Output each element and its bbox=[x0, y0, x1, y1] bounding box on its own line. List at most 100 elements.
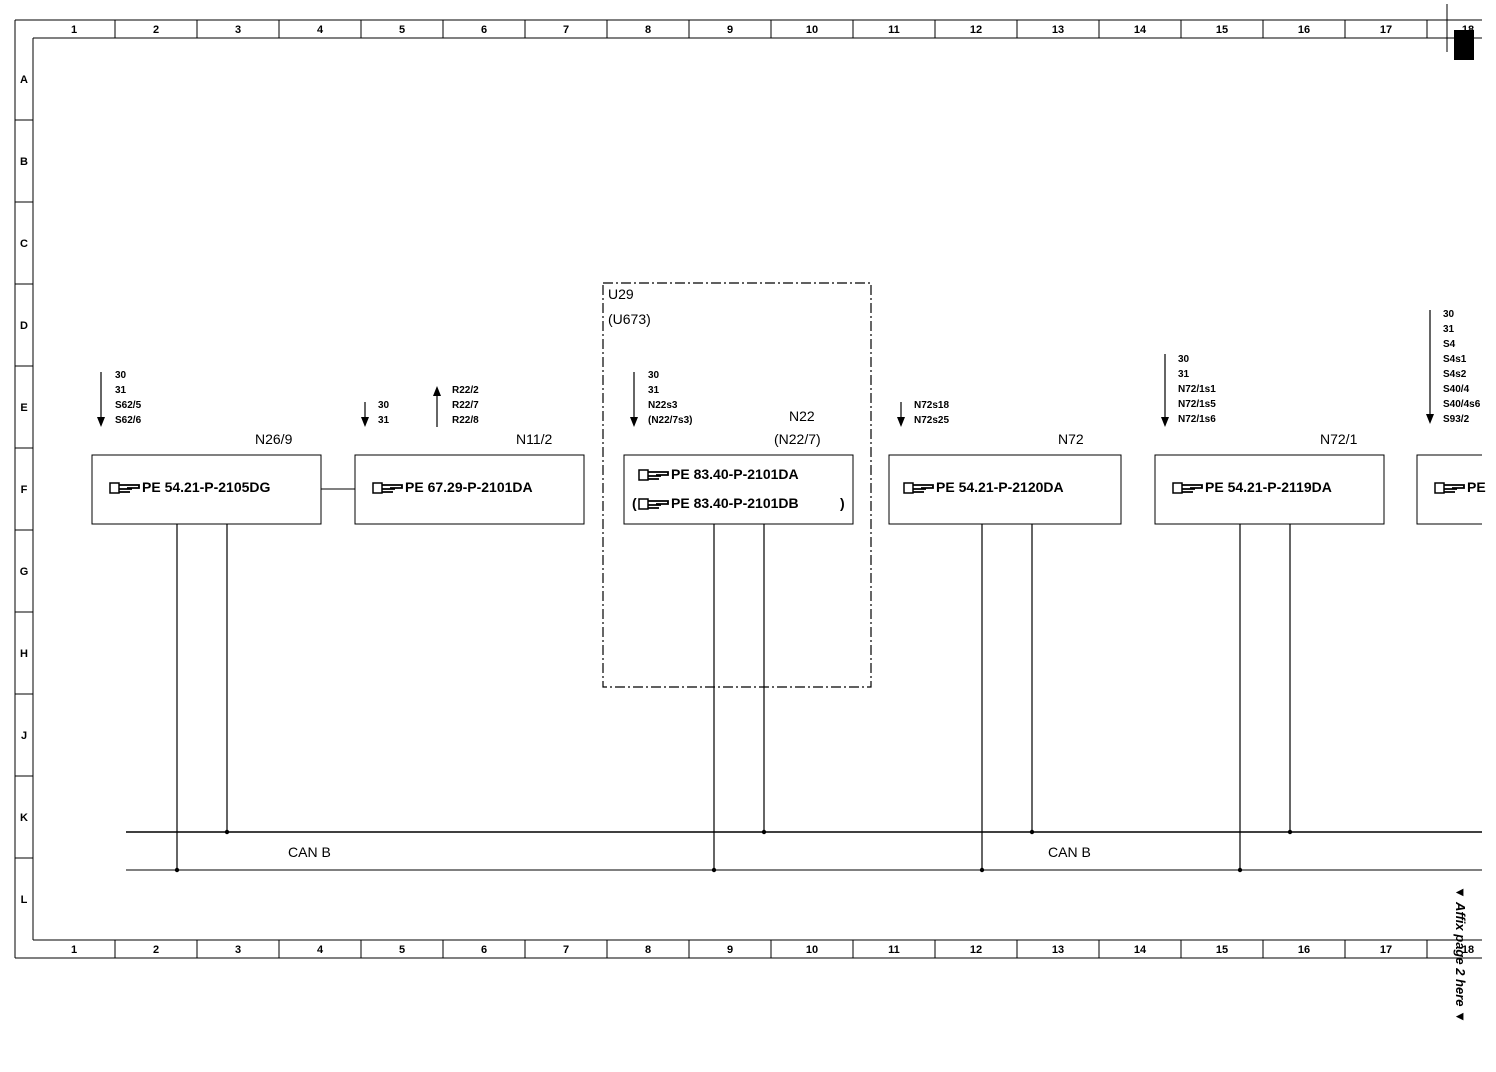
col-label-bottom: 9 bbox=[727, 944, 733, 956]
row-label: A bbox=[20, 74, 28, 86]
col-label-bottom: 1 bbox=[71, 944, 77, 956]
signal-label: 31 bbox=[378, 415, 390, 426]
signal-label: 31 bbox=[648, 385, 660, 396]
row-label: C bbox=[20, 238, 28, 250]
signal-label: S4 bbox=[1443, 339, 1456, 350]
signal-label: N22s3 bbox=[648, 400, 678, 411]
col-label-top: 2 bbox=[153, 24, 159, 36]
signal-label: S93/2 bbox=[1443, 414, 1470, 425]
signal-label: S40/4 bbox=[1443, 384, 1470, 395]
col-label-top: 3 bbox=[235, 24, 241, 36]
signal-label: 30 bbox=[1443, 309, 1455, 320]
u29-group: U29 (U673) bbox=[602, 282, 872, 688]
col-label-top: 1 bbox=[71, 24, 77, 36]
signal-label: N72/1s1 bbox=[1178, 384, 1216, 395]
arrow-down-icon bbox=[361, 417, 369, 427]
row-label: F bbox=[21, 484, 28, 496]
junction-dot bbox=[1287, 829, 1293, 835]
signal-label: 30 bbox=[1178, 354, 1190, 365]
junction-dot bbox=[174, 867, 180, 873]
col-label-bottom: 8 bbox=[645, 944, 651, 956]
col-label-bottom: 10 bbox=[806, 944, 818, 956]
col-label-top: 6 bbox=[481, 24, 487, 36]
row-label: L bbox=[21, 894, 28, 906]
col-label-bottom: 3 bbox=[235, 944, 241, 956]
row-label: J bbox=[21, 730, 27, 742]
module-n72-1-id: N72/1 bbox=[1320, 431, 1358, 447]
arrow-down-icon bbox=[630, 417, 638, 427]
junction-dot bbox=[224, 829, 230, 835]
row-label: G bbox=[20, 566, 29, 578]
row-ruler-left: A B C D E F G H J K L bbox=[15, 74, 33, 906]
junction-dot bbox=[711, 867, 717, 873]
module-n11-2-ref[interactable]: PE 67.29-P-2101DA bbox=[405, 479, 533, 495]
module-n72-1-ref[interactable]: PE 54.21-P-2119DA bbox=[1205, 479, 1332, 495]
col-label-bottom: 16 bbox=[1298, 944, 1310, 956]
pointing-hand-icon bbox=[638, 498, 669, 510]
junction-dot bbox=[761, 829, 767, 835]
drawing-frame bbox=[14, 4, 1482, 959]
row-label: E bbox=[20, 402, 27, 414]
signal-label: R22/2 bbox=[452, 385, 479, 396]
module-n22-box[interactable] bbox=[623, 454, 854, 525]
pointing-hand-icon bbox=[372, 482, 403, 494]
signal-label: S40/4s6 bbox=[1443, 399, 1481, 410]
module-n22-ref2-open: ( bbox=[632, 495, 637, 511]
group-alt: (U673) bbox=[608, 311, 651, 327]
row-label: H bbox=[20, 648, 28, 660]
col-label-bottom: 14 bbox=[1134, 944, 1147, 956]
module-n72-ref[interactable]: PE 54.21-P-2120DA bbox=[936, 479, 1064, 495]
col-label-bottom: 2 bbox=[153, 944, 159, 956]
module-partial-ref[interactable]: PE bbox=[1467, 479, 1486, 495]
col-label-top: 5 bbox=[399, 24, 405, 36]
col-label-top: 9 bbox=[727, 24, 733, 36]
col-label-top: 11 bbox=[888, 24, 900, 36]
signal-label: 30 bbox=[648, 370, 660, 381]
signal-label: S62/5 bbox=[115, 400, 142, 411]
col-label-bottom: 6 bbox=[481, 944, 487, 956]
col-label-bottom: 12 bbox=[970, 944, 982, 956]
row-label: B bbox=[20, 156, 28, 168]
corner-marker bbox=[1454, 30, 1474, 60]
group-id: U29 bbox=[608, 286, 634, 302]
row-label: D bbox=[20, 320, 28, 332]
module-n72-1-box[interactable] bbox=[1154, 454, 1385, 525]
signal-label: R22/7 bbox=[452, 400, 479, 411]
col-label-top: 13 bbox=[1052, 24, 1064, 36]
can-b-label-left: CAN B bbox=[288, 844, 331, 860]
arrow-down-icon bbox=[1161, 417, 1169, 427]
module-n26-9-ref[interactable]: PE 54.21-P-2105DG bbox=[142, 479, 271, 495]
junction-dot bbox=[1237, 867, 1243, 873]
col-label-top: 15 bbox=[1216, 24, 1228, 36]
module-n22-ref2-close: ) bbox=[840, 495, 845, 511]
signal-label: S62/6 bbox=[115, 415, 142, 426]
pointing-hand-icon bbox=[638, 469, 669, 481]
bus-drop-wires bbox=[174, 524, 1293, 873]
signal-label: N72s25 bbox=[914, 415, 949, 426]
pointing-hand-icon bbox=[903, 482, 934, 494]
module-n72-id: N72 bbox=[1058, 431, 1084, 447]
module-n72-box[interactable] bbox=[888, 454, 1122, 525]
signal-label: S4s2 bbox=[1443, 369, 1467, 380]
col-label-top: 4 bbox=[317, 24, 324, 36]
signal-label: 31 bbox=[115, 385, 127, 396]
col-label-top: 10 bbox=[806, 24, 818, 36]
arrow-down-icon bbox=[1426, 414, 1434, 424]
col-label-top: 12 bbox=[970, 24, 982, 36]
col-label-top: 16 bbox=[1298, 24, 1310, 36]
signal-label: 30 bbox=[378, 400, 390, 411]
module-partial-box[interactable] bbox=[1416, 454, 1482, 525]
signal-label: S4s1 bbox=[1443, 354, 1467, 365]
pointing-hand-icon bbox=[1434, 482, 1465, 494]
row-label: K bbox=[20, 812, 28, 824]
module-n11-2-id: N11/2 bbox=[516, 431, 553, 447]
col-label-bottom: 17 bbox=[1380, 944, 1392, 956]
pointing-hand-icon bbox=[1172, 482, 1203, 494]
module-n22-ref2[interactable]: PE 83.40-P-2101DB bbox=[671, 495, 799, 511]
module-n22-ref[interactable]: PE 83.40-P-2101DA bbox=[671, 466, 799, 482]
pointing-hand-icon bbox=[109, 482, 140, 494]
junction-dot bbox=[979, 867, 985, 873]
signal-label: N72/1s6 bbox=[1178, 414, 1216, 425]
